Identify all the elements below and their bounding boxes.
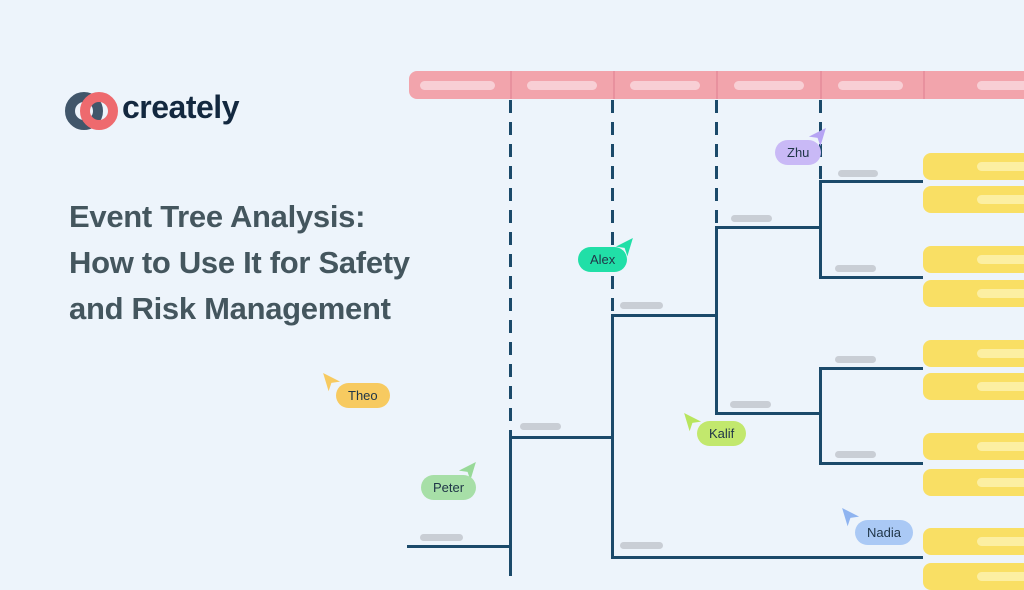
tree-branch-line [819, 367, 923, 370]
outcome-text-placeholder [977, 289, 1024, 298]
collaborator-cursor-alex: Alex [578, 247, 628, 272]
tree-branch-line [819, 276, 923, 279]
tree-branch-line [715, 226, 718, 415]
page-title-line-1: Event Tree Analysis: [69, 199, 366, 234]
outcome-card [923, 373, 1024, 400]
column-title-placeholder [630, 81, 700, 90]
outcome-text-placeholder [977, 478, 1024, 487]
collaborator-name: Nadia [867, 525, 901, 540]
branch-label-placeholder [420, 534, 463, 541]
column-title-placeholder [420, 81, 495, 90]
outcome-text-placeholder [977, 382, 1024, 391]
cursor-arrow-icon [842, 507, 860, 527]
tree-branch-line [509, 436, 512, 576]
collaborator-cursor-nadia: Nadia [855, 520, 913, 545]
outcome-card [923, 340, 1024, 367]
logo-right-ring-icon [80, 92, 118, 130]
outcome-text-placeholder [977, 537, 1024, 546]
column-title-placeholder [977, 81, 1024, 90]
branch-label-placeholder [620, 542, 663, 549]
cursor-arrow-icon [323, 372, 341, 392]
tree-branch-line [819, 180, 822, 279]
page-title-line-2: How to Use It for Safety [69, 245, 410, 280]
outcome-text-placeholder [977, 349, 1024, 358]
outcome-text-placeholder [977, 162, 1024, 171]
page-title: Event Tree Analysis: How to Use It for S… [69, 194, 519, 332]
tree-branch-line [611, 314, 614, 559]
outcome-card [923, 246, 1024, 273]
branch-label-placeholder [520, 423, 561, 430]
collaborator-name: Peter [433, 480, 465, 495]
tree-branch-line [819, 462, 923, 465]
column-guide-line [611, 100, 614, 315]
branch-label-placeholder [835, 265, 876, 272]
tree-branch-line [819, 180, 923, 183]
column-divider [716, 71, 718, 99]
column-divider [613, 71, 615, 99]
collaborator-name: Alex [590, 252, 616, 267]
tree-branch-line [715, 226, 821, 229]
collaborator-cursor-kalif: Kalif [697, 421, 747, 446]
tree-branch-line [819, 367, 822, 465]
collaborator-cursor-theo: Theo [336, 383, 390, 408]
outcome-card [923, 528, 1024, 555]
outcome-card [923, 469, 1024, 496]
page-title-line-3: and Risk Management [69, 291, 391, 326]
tree-branch-line [407, 545, 511, 548]
column-title-placeholder [838, 81, 903, 90]
column-guide-line [509, 100, 512, 437]
outcome-text-placeholder [977, 195, 1024, 204]
outcome-card [923, 153, 1024, 180]
collaborator-name: Zhu [787, 145, 810, 160]
branch-label-placeholder [838, 170, 878, 177]
outcome-card [923, 280, 1024, 307]
column-divider [510, 71, 512, 99]
tree-branch-line [715, 412, 821, 415]
collaborator-name: Kalif [709, 426, 735, 441]
outcome-card [923, 563, 1024, 590]
tree-branch-line [611, 314, 717, 317]
tree-branch-line [611, 556, 923, 559]
column-header-bar [409, 71, 1024, 99]
branch-label-placeholder [835, 356, 876, 363]
branch-label-placeholder [620, 302, 663, 309]
cursor-arrow-icon [458, 461, 476, 481]
cursor-arrow-icon [684, 412, 702, 432]
cursor-arrow-icon [808, 127, 826, 147]
column-title-placeholder [527, 81, 597, 90]
column-title-placeholder [734, 81, 804, 90]
column-divider [820, 71, 822, 99]
outcome-card [923, 186, 1024, 213]
collaborator-cursor-peter: Peter [421, 475, 477, 500]
outcome-card [923, 433, 1024, 460]
cursor-arrow-icon [615, 237, 633, 257]
logo-wordmark: creately [122, 89, 239, 125]
branch-label-placeholder [835, 451, 876, 458]
collaborator-name: Theo [348, 388, 378, 403]
branch-label-placeholder [731, 215, 772, 222]
outcome-text-placeholder [977, 255, 1024, 264]
tree-branch-line [509, 436, 613, 439]
outcome-text-placeholder [977, 442, 1024, 451]
column-guide-line [715, 100, 718, 227]
column-divider [923, 71, 925, 99]
collaborator-cursor-zhu: Zhu [775, 140, 822, 165]
outcome-text-placeholder [977, 572, 1024, 581]
branch-label-placeholder [730, 401, 771, 408]
